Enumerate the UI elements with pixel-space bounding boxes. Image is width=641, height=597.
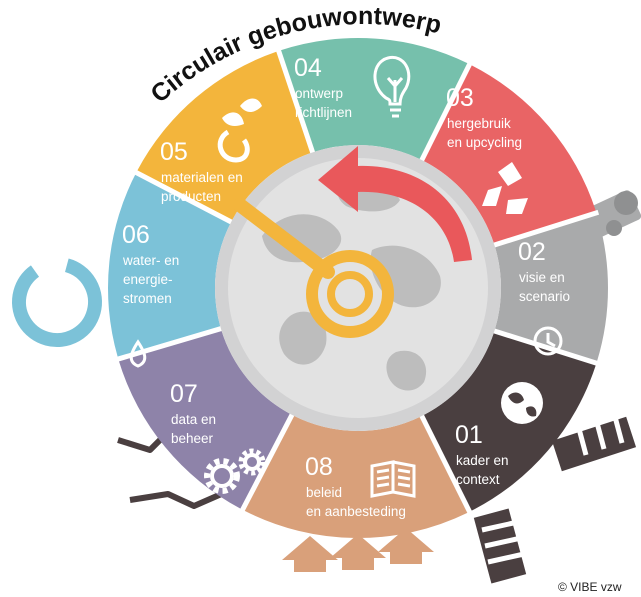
segment-07-number: 07: [170, 380, 198, 408]
segment-separator: [418, 413, 473, 515]
segment-07-label-line: data en: [171, 412, 216, 427]
segment-04: [280, 37, 468, 160]
segment-08: [244, 415, 468, 538]
segment-separator: [275, 48, 316, 156]
segment-separator: [115, 325, 224, 362]
segment-separator: [491, 328, 600, 367]
segment-01-label-line: kader en: [456, 453, 509, 468]
key-ring-inner: [327, 271, 373, 317]
segment-separator: [491, 209, 600, 248]
segment-07-label-line: beheer: [171, 431, 214, 446]
key-ring-outer: [306, 250, 394, 338]
segment-05-label-line: producten: [161, 189, 221, 204]
pipe-stripes: [481, 412, 625, 565]
segment-04-number: 04: [294, 54, 322, 82]
center-globe: [215, 145, 501, 431]
globe-continents: [262, 184, 441, 391]
segment-05-label-line: materialen en: [161, 170, 243, 185]
book-icon: [370, 460, 416, 498]
recycle-icon: [482, 162, 528, 214]
key-stem: [233, 198, 335, 279]
segment-separator: [239, 411, 296, 513]
globe-icon: [501, 382, 543, 424]
segment-08-label-line: en aanbesteding: [306, 504, 406, 519]
segment-06-label-line: energie-: [123, 272, 173, 287]
credit-text: © VIBE vzw: [558, 580, 622, 594]
segment-02-label-line: visie en: [519, 270, 565, 285]
segment-04-label-line: ontwerp: [295, 86, 343, 101]
segment-08-label-line: beleid: [306, 485, 342, 500]
segment-01-number: 01: [455, 421, 483, 449]
clock-icon: [533, 326, 563, 356]
lightbulb-icon: [373, 55, 411, 118]
segment-separator: [418, 61, 473, 163]
segment-06: [108, 170, 232, 357]
segment-03: [422, 65, 596, 244]
segment-05-number: 05: [160, 138, 188, 166]
segment-01-label-line: context: [456, 472, 500, 487]
segment-06-number: 06: [122, 221, 150, 249]
small-up-arrows: [282, 528, 434, 572]
segment-06-label-line: water- en: [122, 253, 179, 268]
segment-separator: [133, 169, 235, 226]
segment-07: [118, 329, 291, 509]
segment-04-label-line: richtlijnen: [295, 105, 352, 120]
segment-08-number: 08: [305, 453, 333, 481]
segment-02-number: 02: [518, 238, 546, 266]
segment-labels: 01 kader en context 02 visie en scenario 03 her…: [122, 54, 570, 519]
segment-02-label-line: scenario: [519, 289, 570, 304]
segment-03-label-line: en upcycling: [447, 135, 522, 150]
segment-01: [422, 332, 596, 511]
gears-icon: [204, 448, 266, 494]
segment-06-label-line: stromen: [123, 291, 172, 306]
center-arrow: [318, 146, 472, 262]
segment-03-label-line: hergebruik: [447, 116, 511, 131]
water-drop-icon: [129, 339, 147, 368]
segment-03-number: 03: [446, 84, 474, 112]
segment-02: [494, 214, 608, 362]
outer-water-ring: [12, 257, 102, 347]
segment-icons: [129, 55, 563, 498]
plant-icon: [217, 98, 262, 163]
